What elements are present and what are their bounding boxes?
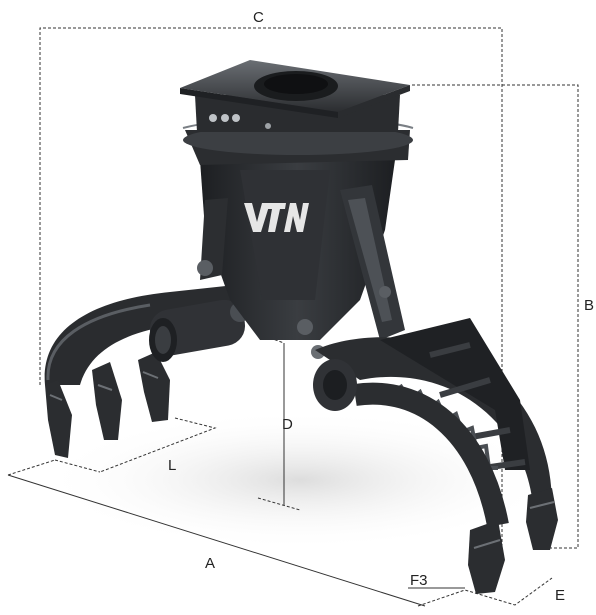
- dim-l-left: [54, 459, 101, 473]
- ground-shadow: [40, 410, 560, 550]
- dim-label-b: B: [584, 297, 595, 314]
- vtn-logo: [244, 203, 309, 232]
- dim-label-c: C: [253, 9, 264, 26]
- dim-label-d: D: [282, 416, 293, 433]
- dim-b-line: [412, 84, 579, 549]
- dim-e-line: [417, 577, 553, 607]
- dim-label-e: E: [555, 587, 566, 604]
- dim-a-solid: [7, 474, 426, 607]
- dim-c-line: [39, 27, 503, 560]
- right-jaw: [313, 318, 558, 594]
- dim-d-foot: [257, 497, 301, 511]
- dim-label-f3: F3: [410, 572, 428, 589]
- dim-l-line: [99, 417, 217, 473]
- dim-a-line: [7, 459, 56, 476]
- rotator: [180, 60, 414, 165]
- dim-label-l: L: [168, 457, 177, 474]
- dim-label-a: A: [205, 555, 216, 572]
- dimension-solid-lines: [7, 343, 465, 607]
